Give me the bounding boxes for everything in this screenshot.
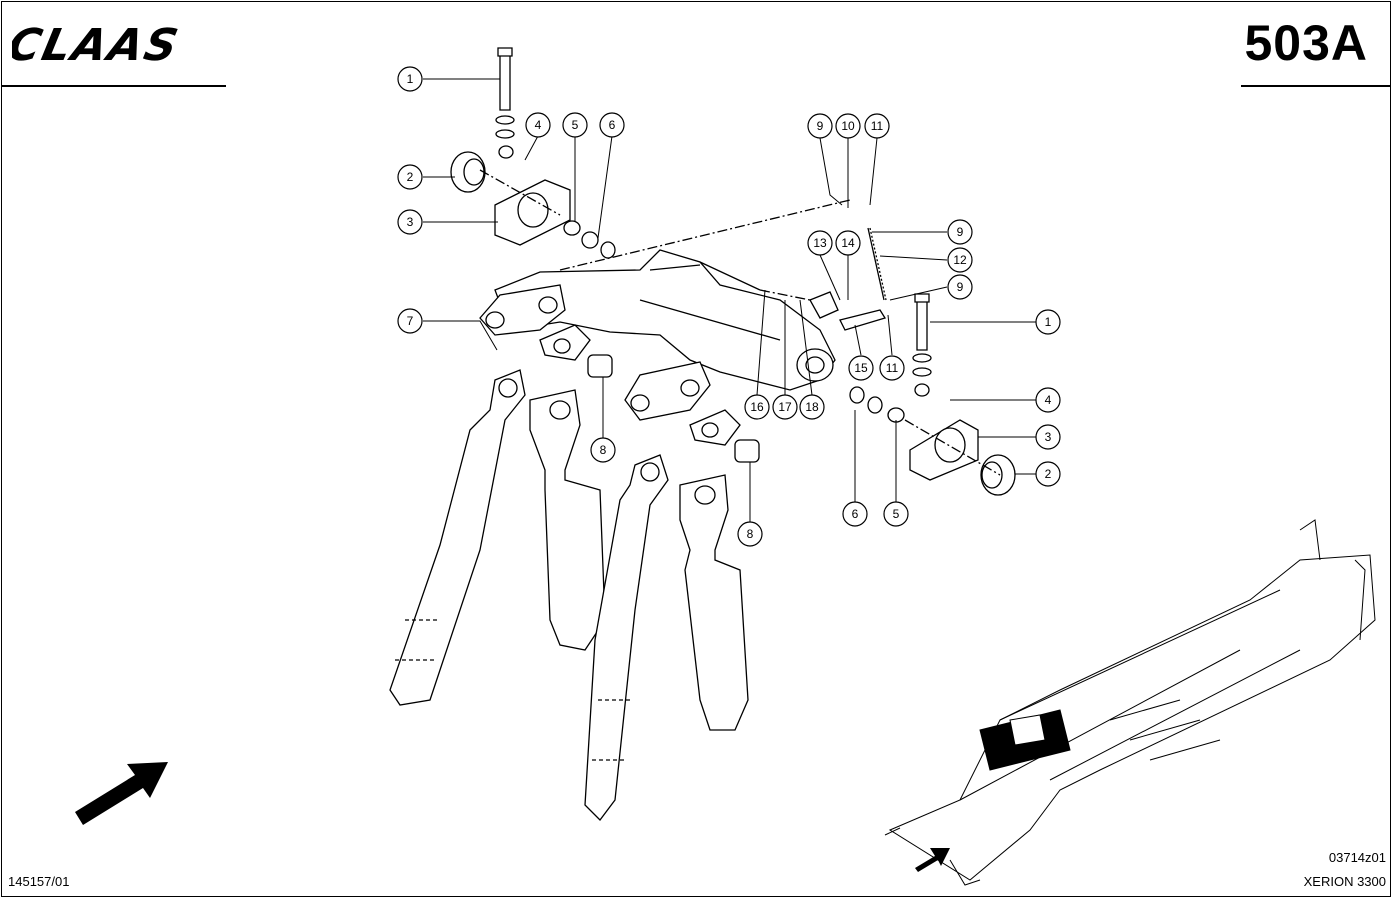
callout-3: 3: [397, 209, 423, 235]
lift-rod-right: [584, 454, 669, 821]
svg-text:6: 6: [852, 507, 859, 521]
svg-text:8: 8: [600, 443, 607, 457]
callout-18: 18: [799, 394, 825, 420]
svg-text:9: 9: [957, 225, 964, 239]
callout-11: 11: [879, 355, 905, 381]
svg-text:6: 6: [609, 118, 616, 132]
header-rule-right: [1241, 85, 1391, 87]
callout-10: 10: [835, 113, 861, 139]
reference-number: 145157/01: [8, 874, 70, 889]
svg-text:4: 4: [1045, 393, 1052, 407]
cylinder-left: [529, 389, 606, 651]
callout-5: 5: [883, 501, 909, 527]
header-rule-left: [2, 85, 226, 87]
svg-text:12: 12: [953, 253, 967, 267]
callout-15: 15: [848, 355, 874, 381]
callout-1: 1: [397, 66, 423, 92]
cylinder-right: [679, 474, 749, 731]
svg-text:18: 18: [805, 400, 819, 414]
callout-8: 8: [737, 521, 763, 547]
callout-1: 1: [1035, 309, 1061, 335]
callout-6: 6: [599, 112, 625, 138]
svg-text:3: 3: [1045, 430, 1052, 444]
svg-text:15: 15: [854, 361, 868, 375]
bushing-right: [734, 439, 760, 463]
rubber-bush-left: [450, 151, 486, 193]
overview-arrow-icon: [915, 848, 950, 872]
callout-2: 2: [1035, 461, 1061, 487]
svg-text:16: 16: [750, 400, 764, 414]
callout-12: 12: [947, 247, 973, 273]
svg-text:4: 4: [535, 118, 542, 132]
svg-text:3: 3: [407, 215, 414, 229]
right-lug: [624, 361, 711, 421]
bushing-left: [587, 354, 613, 378]
callout-13: 13: [807, 230, 833, 256]
bolt-left: [499, 54, 511, 111]
svg-text:13: 13: [813, 236, 827, 250]
callout-4: 4: [1035, 387, 1061, 413]
model-name: XERION 3300: [1303, 874, 1386, 889]
svg-text:10: 10: [841, 119, 855, 133]
svg-text:2: 2: [407, 170, 414, 184]
svg-text:5: 5: [893, 507, 900, 521]
svg-text:CLAAS: CLAAS: [12, 20, 184, 66]
svg-text:5: 5: [572, 118, 579, 132]
svg-text:17: 17: [778, 400, 792, 414]
rubber-bush-right: [980, 454, 1016, 496]
svg-text:9: 9: [817, 119, 824, 133]
drawing-code: 03714z01: [1328, 850, 1386, 865]
sensor-unit: [809, 291, 839, 319]
claas-logo: CLAAS: [12, 20, 184, 66]
callout-17: 17: [772, 394, 798, 420]
direction-arrow-icon: [75, 762, 168, 825]
callout-9: 9: [947, 274, 973, 300]
svg-text:9: 9: [957, 280, 964, 294]
svg-text:7: 7: [407, 314, 414, 328]
callout-11: 11: [864, 113, 890, 139]
svg-text:2: 2: [1045, 467, 1052, 481]
lift-rod-left: [389, 369, 526, 706]
tractor-frame-overview: [884, 519, 1376, 886]
callout-4: 4: [525, 112, 551, 138]
svg-text:11: 11: [886, 361, 899, 375]
svg-text:8: 8: [747, 527, 754, 541]
callout-14: 14: [835, 230, 861, 256]
callout-5: 5: [562, 112, 588, 138]
svg-text:14: 14: [841, 236, 855, 250]
page-number: 503A: [1244, 15, 1368, 71]
bolt-right: [916, 299, 928, 351]
svg-text:1: 1: [1045, 315, 1052, 329]
callout-2: 2: [397, 164, 423, 190]
callout-9: 9: [807, 113, 833, 139]
callout-6: 6: [842, 501, 868, 527]
callout-16: 16: [744, 394, 770, 420]
callout-3: 3: [1035, 424, 1061, 450]
callout-7: 7: [397, 308, 423, 334]
svg-text:1: 1: [407, 72, 414, 86]
svg-text:11: 11: [871, 119, 884, 133]
callout-8: 8: [590, 437, 616, 463]
threaded-rod: [867, 227, 885, 301]
callout-9: 9: [947, 219, 973, 245]
